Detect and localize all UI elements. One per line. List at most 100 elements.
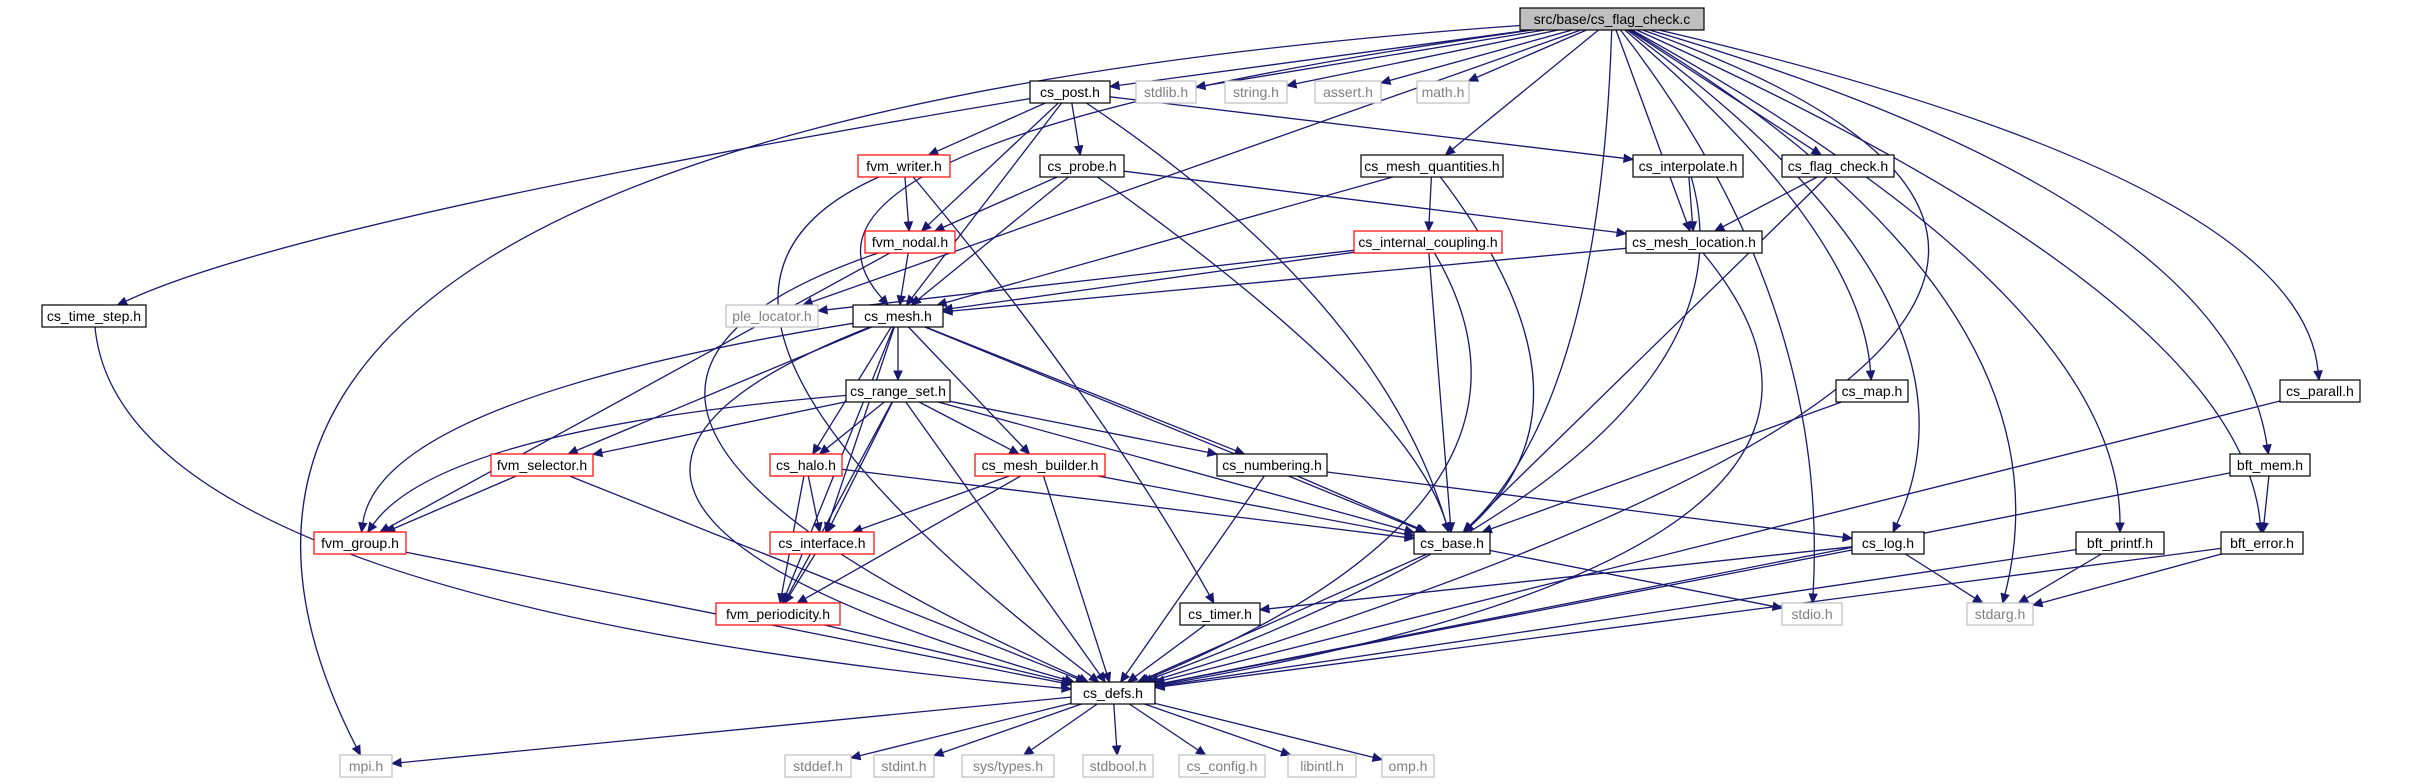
node-cs-map[interactable]: cs_map.h <box>1835 379 1909 403</box>
node-box <box>1070 681 1156 705</box>
edge-root-to-cs_mesh_location <box>1615 29 1688 223</box>
edge-cs_mesh_builder-to-cs_interface <box>860 475 1010 530</box>
edge-cs_post-to-cs_base <box>1086 102 1447 524</box>
arrowhead-cs_post-to-cs_interpolate <box>1623 153 1635 164</box>
arrowhead-cs_probe-to-cs_mesh_location <box>1616 227 1628 238</box>
node-box <box>2279 379 2361 403</box>
node-cs-parall[interactable]: cs_parall.h <box>2279 379 2361 403</box>
node-bft-printf[interactable]: bft_printf.h <box>2075 531 2165 555</box>
node-cs-timer[interactable]: cs_timer.h <box>1179 602 1261 626</box>
edge-cs_defs-to-cs_config <box>1129 703 1199 751</box>
node-cs-defs[interactable]: cs_defs.h <box>1070 681 1156 705</box>
node-cs-probe[interactable]: cs_probe.h <box>1039 154 1125 178</box>
node-cs-base[interactable]: cs_base.h <box>1413 531 1491 555</box>
node-assert: assert.h <box>1314 80 1382 104</box>
node-box <box>1039 154 1125 178</box>
node-label: assert.h <box>1323 84 1373 100</box>
edge-fvm_periodicity-to-cs_defs <box>824 624 1063 682</box>
node-label: cs_mesh_quantities.h <box>1364 158 1499 174</box>
node-cs-mesh-builder[interactable]: cs_mesh_builder.h <box>974 453 1106 477</box>
arrowhead-cs_range_set-to-cs_interface <box>826 521 837 534</box>
node-fvm-writer[interactable]: fvm_writer.h <box>857 154 951 178</box>
node-fvm-selector[interactable]: fvm_selector.h <box>490 453 594 477</box>
edge-cs_defs-to-stddef <box>859 702 1072 757</box>
node-box <box>313 531 407 555</box>
node-label: cs_range_set.h <box>850 383 946 399</box>
node-bft-error[interactable]: bft_error.h <box>2220 531 2304 555</box>
node-math: math.h <box>1416 80 1470 104</box>
node-cs-interpolate[interactable]: cs_interpolate.h <box>1632 154 1744 178</box>
edge-root-to-cs_mesh <box>859 29 1533 299</box>
node-root[interactable]: src/base/cs_flag_check.c <box>1519 7 1705 31</box>
edge-root-to-string <box>1295 29 1559 85</box>
edge-root-to-cs_base <box>1469 29 1613 527</box>
edge-cs_probe-to-cs_mesh <box>918 176 1069 300</box>
node-cs-range-set[interactable]: cs_range_set.h <box>845 379 951 403</box>
arrowhead-cs_mesh_builder-to-cs_defs <box>1102 671 1112 684</box>
node-cs-mesh-location[interactable]: cs_mesh_location.h <box>1625 230 1763 254</box>
node-label: cs_parall.h <box>2286 383 2354 399</box>
edge-cs_post-to-cs_probe <box>1071 102 1080 147</box>
edge-cs_log-to-cs_timer <box>1268 546 1853 610</box>
edge-cs_numbering-to-cs_defs <box>1125 475 1265 675</box>
node-label: fvm_nodal.h <box>872 234 948 250</box>
node-stddef: stddef.h <box>784 754 852 778</box>
arrowhead-bft_error-to-stdarg <box>2031 597 2044 608</box>
arrowhead-cs_defs-to-stddef <box>849 750 862 761</box>
node-bft-mem[interactable]: bft_mem.h <box>2229 453 2311 477</box>
arrowhead-root-to-assert <box>1379 75 1392 85</box>
arrowhead-cs_post-to-fvm_writer <box>927 146 940 156</box>
arrowhead-cs_defs-to-cs_config <box>1195 745 1207 756</box>
arrowhead-fvm_periodicity-to-cs_defs <box>1060 676 1073 686</box>
arrowhead-root-to-stdarg <box>2000 592 2010 605</box>
node-cs-time-step[interactable]: cs_time_step.h <box>41 304 147 328</box>
node-cs-mesh[interactable]: cs_mesh.h <box>852 304 944 328</box>
arrowhead-cs_flag_check_h-to-cs_mesh_location <box>1713 222 1726 232</box>
node-label: cs_numbering.h <box>1222 457 1322 473</box>
edge-cs_probe-to-cs_base <box>1097 176 1447 524</box>
arrowhead-bft_mem-to-bft_error <box>2259 522 2269 534</box>
node-fvm-periodicity[interactable]: fvm_periodicity.h <box>715 602 841 626</box>
node-box <box>2075 531 2165 555</box>
node-cs-post[interactable]: cs_post.h <box>1029 80 1111 104</box>
arrowhead-cs_post-to-cs_time_step <box>116 296 129 306</box>
node-label: cs_mesh.h <box>864 308 932 324</box>
node-box <box>1314 80 1382 104</box>
node-fvm-group[interactable]: fvm_group.h <box>313 531 407 555</box>
arrowhead-root-to-bft_printf <box>2115 522 2125 534</box>
node-box <box>769 453 843 477</box>
node-cs-log[interactable]: cs_log.h <box>1851 531 1925 555</box>
edge-bft_printf-to-cs_defs <box>1163 548 2077 687</box>
node-cs-mesh-quantities[interactable]: cs_mesh_quantities.h <box>1360 154 1504 178</box>
node-box <box>1966 602 2034 626</box>
node-cs-internal-coupling[interactable]: cs_internal_coupling.h <box>1353 230 1503 254</box>
nodes-layer: src/base/cs_flag_check.c cs_post.h stdlib.… <box>41 7 2361 778</box>
edge-cs_flag_check_h-to-cs_base <box>1469 176 1828 527</box>
arrowhead-cs_range_set-to-fvm_selector <box>591 447 604 458</box>
node-cs-halo[interactable]: cs_halo.h <box>769 453 843 477</box>
edge-cs_mesh-to-cs_numbering <box>925 326 1237 452</box>
edge-root-to-cs_defs <box>1157 29 1929 681</box>
edge-root-to-cs_flag_check_h <box>1628 29 1814 151</box>
node-fvm-nodal[interactable]: fvm_nodal.h <box>864 230 956 254</box>
node-cs-numbering[interactable]: cs_numbering.h <box>1216 453 1328 477</box>
edge-cs_interface-to-fvm_periodicity <box>789 553 816 596</box>
edge-cs_range_set-to-cs_mesh_builder <box>918 401 1012 451</box>
node-stdlib: stdlib.h <box>1135 80 1197 104</box>
node-label: stdbool.h <box>1090 758 1147 774</box>
node-box <box>715 602 841 626</box>
node-cs-interface[interactable]: cs_interface.h <box>769 531 875 555</box>
edge-fvm_writer-to-cs_defs <box>777 176 1092 678</box>
arrowhead-cs_mesh_quantities-to-cs_internal_coupling <box>1424 221 1434 233</box>
edge-cs_numbering-to-cs_log <box>1326 471 1844 538</box>
node-cs-flag-check-h[interactable]: cs_flag_check.h <box>1781 154 1895 178</box>
node-label: bft_printf.h <box>2087 535 2153 551</box>
edge-cs_range_set-to-cs_base <box>937 401 1406 531</box>
edge-cs_log-to-stdarg <box>1905 553 1976 599</box>
arrowhead-cs_mesh-to-cs_mesh_builder <box>1019 443 1031 455</box>
edge-cs_base-to-cs_defs <box>1145 553 1428 679</box>
edge-cs_defs-to-systypes <box>1030 703 1098 751</box>
arrowhead-cs_flag_check_h-to-cs_base <box>1462 521 1474 533</box>
arrowhead-root-to-string <box>1285 79 1298 89</box>
node-box <box>1029 80 1111 104</box>
